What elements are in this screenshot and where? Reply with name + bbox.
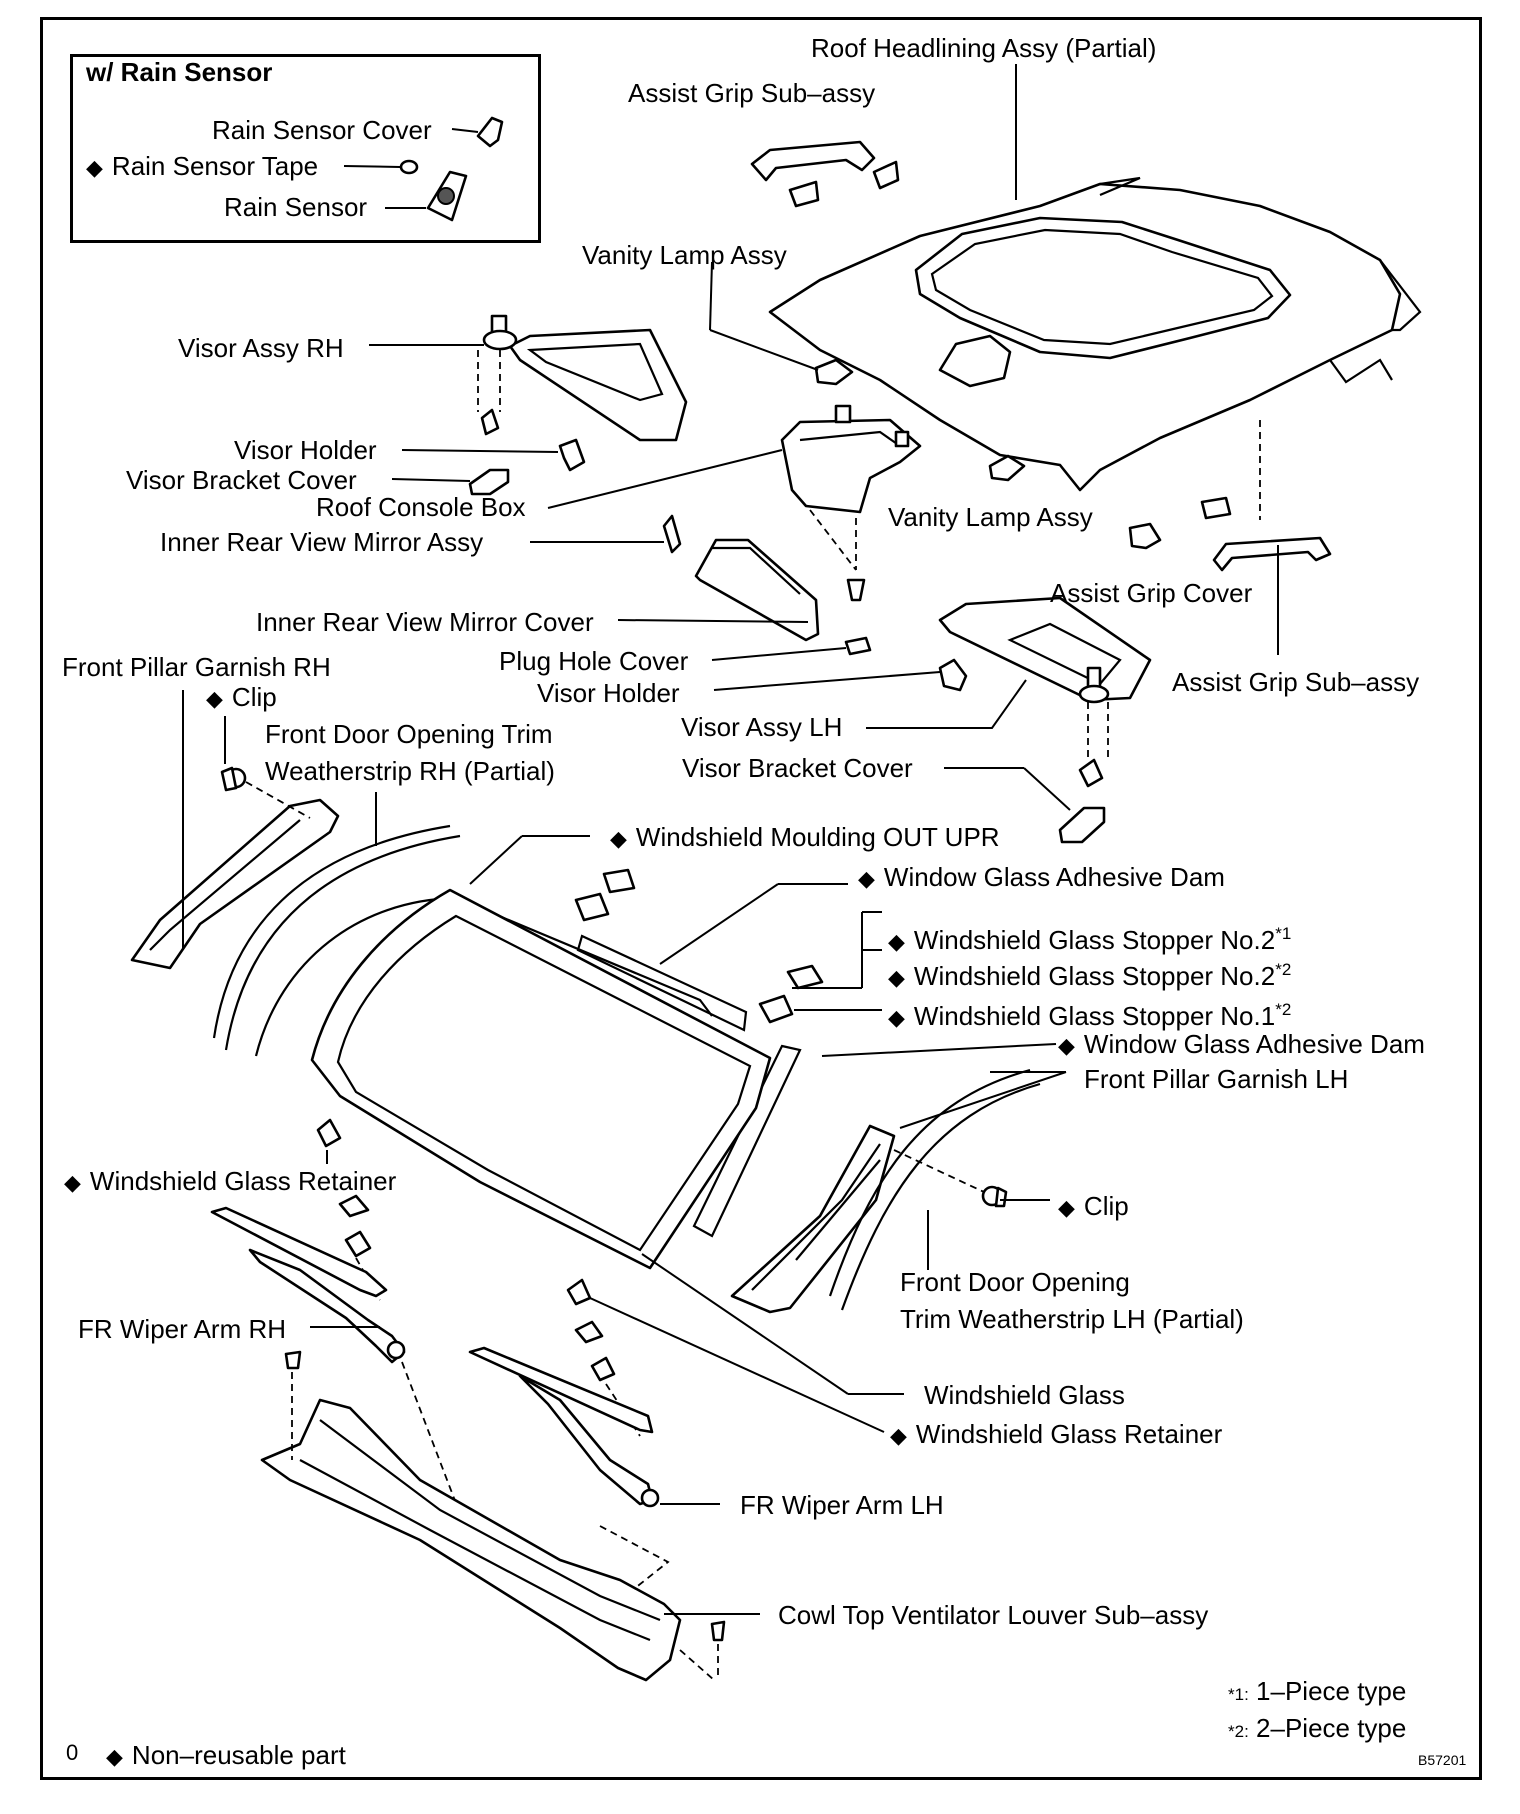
clip-rh-part [220, 716, 311, 819]
inner-mirror-assy-label: Inner Rear View Mirror Assy [160, 527, 484, 557]
stopper-no2-b-note: *2 [1275, 960, 1292, 979]
vanity-lamp-mid-label: Vanity Lamp Assy [888, 502, 1093, 532]
visor-lh-part [713, 596, 1152, 788]
visor-holder-lh-label: Visor Holder [537, 678, 680, 708]
ws-moulding-label: Windshield Moulding OUT UPR [610, 822, 1000, 854]
visor-assy-rh-label: Visor Assy RH [178, 333, 344, 363]
windshield-glass-part [310, 888, 904, 1395]
visor-bracket-cover-lh-label: Visor Bracket Cover [682, 753, 913, 783]
front-door-trim-rh-label-2: Weatherstrip RH (Partial) [265, 756, 555, 786]
adhesive-dam-2-part [692, 1043, 1057, 1238]
cowl-top-label: Cowl Top Ventilator Louver Sub–assy [778, 1600, 1209, 1630]
stopper-no1-note: *2 [1275, 1000, 1292, 1019]
front-pillar-garnish-lh-label: Front Pillar Garnish LH [1084, 1064, 1349, 1094]
stopper-parts [574, 868, 882, 1024]
front-door-trim-rh-part [212, 792, 461, 1051]
plug-hole-cover-label: Plug Hole Cover [499, 646, 689, 676]
visor-holder-rh-label: Visor Holder [234, 435, 377, 465]
assist-grip-cover-part [1128, 496, 1232, 550]
visor-holder-rh-part [401, 408, 586, 472]
clip-lh-part [893, 1149, 1050, 1208]
assist-grip-right-label: Assist Grip Sub–assy [1172, 667, 1420, 697]
vanity-lamp-top-part [709, 261, 854, 386]
visor-assy-lh-label: Visor Assy LH [681, 712, 843, 742]
front-pillar-garnish-rh-label: Front Pillar Garnish RH [62, 652, 331, 682]
front-door-trim-rh-label-1: Front Door Opening Trim [265, 719, 553, 749]
rain-sensor-part [385, 170, 468, 222]
roof-headlining-part [768, 64, 1422, 520]
footnote-2-mark: *2: [1228, 1722, 1249, 1741]
footnote-1-mark: *1: [1228, 1685, 1249, 1704]
vanity-lamp-mid-part [988, 454, 1026, 482]
stopper-no2-a-label: Windshield Glass Stopper No.2 [888, 925, 1275, 955]
visor-bracket-cover-rh-part [391, 468, 510, 496]
fr-wiper-rh-part [210, 1206, 471, 1541]
rain-sensor-cover-label: Rain Sensor Cover [212, 115, 432, 145]
front-door-trim-lh-part [828, 1068, 1041, 1311]
assist-grip-top-part [750, 140, 900, 208]
stopper-no2-b: Windshield Glass Stopper No.2*2 [888, 955, 1291, 993]
assist-grip-cover-label: Assist Grip Cover [1050, 578, 1253, 608]
plug-hole-cover-part [711, 636, 872, 661]
adhesive-dam-1-label: Window Glass Adhesive Dam [858, 862, 1225, 894]
ws-retainer-left-label: Windshield Glass Retainer [64, 1166, 396, 1198]
clip-rh-label: Clip [206, 682, 277, 714]
figure-code: B57201 [1418, 1752, 1467, 1768]
footnote-2: *2: 2–Piece type [1228, 1713, 1406, 1747]
rain-sensor-inset [70, 54, 541, 243]
stopper-no1: Windshield Glass Stopper No.1*2 [888, 995, 1291, 1033]
stopper-no2-a-note: *1 [1275, 924, 1292, 943]
assist-grip-right-part [1212, 536, 1332, 655]
fr-wiper-lh-label: FR Wiper Arm LH [740, 1490, 944, 1520]
clip-lh-label: Clip [1058, 1191, 1129, 1223]
assist-grip-top-label: Assist Grip Sub–assy [628, 78, 876, 108]
roof-console-box-part [547, 404, 922, 602]
windshield-glass-label: Windshield Glass [924, 1380, 1125, 1410]
fr-wiper-rh-label: FR Wiper Arm RH [78, 1314, 286, 1344]
rain-sensor-cover-part [451, 116, 504, 148]
stopper-no2-a: Windshield Glass Stopper No.2*1 [888, 919, 1291, 957]
rain-sensor-label: Rain Sensor [224, 192, 368, 222]
adhesive-dam-2-label: Window Glass Adhesive Dam [1058, 1029, 1425, 1061]
vanity-lamp-top-label: Vanity Lamp Assy [582, 240, 787, 270]
inner-mirror-cover-part [617, 538, 820, 642]
footnote-1-text: 1–Piece type [1256, 1676, 1407, 1706]
rain-sensor-tape-label: Rain Sensor Tape [86, 151, 318, 183]
fr-wiper-lh-part [468, 1346, 720, 1601]
diagram-frame [40, 17, 1482, 1780]
inner-mirror-cover-label: Inner Rear View Mirror Cover [256, 607, 594, 637]
rain-sensor-tape-part [343, 159, 419, 175]
front-pillar-garnish-rh-part [130, 690, 340, 970]
roof-console-box-label: Roof Console Box [316, 492, 526, 522]
footnote-2-text: 2–Piece type [1256, 1713, 1407, 1743]
front-door-trim-lh-label-2: Trim Weatherstrip LH (Partial) [900, 1304, 1244, 1334]
stopper-no1-label: Windshield Glass Stopper No.1 [888, 1001, 1275, 1031]
legend-zero: 0 [66, 1740, 79, 1765]
visor-bracket-cover-lh-part [944, 767, 1106, 844]
visor-bracket-cover-rh-label: Visor Bracket Cover [126, 465, 357, 495]
front-door-trim-lh-label-1: Front Door Opening [900, 1267, 1130, 1297]
roof-headlining-label: Roof Headlining Assy (Partial) [811, 33, 1157, 63]
front-pillar-garnish-lh-part [730, 1071, 1067, 1314]
cowl-top-part [260, 1350, 760, 1682]
legend-non-reusable: Non–reusable part [106, 1740, 346, 1772]
adhesive-dam-1-part [576, 883, 848, 1032]
inset-title: w/ Rain Sensor [86, 57, 273, 87]
ws-retainer-right-label: Windshield Glass Retainer [890, 1419, 1222, 1451]
stopper-no2-b-label: Windshield Glass Stopper No.2 [888, 961, 1275, 991]
visor-rh-part [369, 314, 688, 442]
footnote-1: *1: 1–Piece type [1228, 1676, 1406, 1710]
inner-mirror-assy-part [530, 514, 682, 554]
